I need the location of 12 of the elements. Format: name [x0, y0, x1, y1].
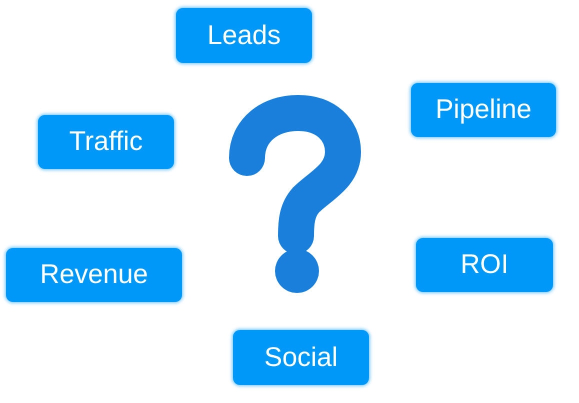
metric-label: Pipeline	[435, 94, 532, 126]
metric-box	[233, 330, 369, 385]
metric-box	[6, 248, 182, 302]
metric-label: Leads	[207, 20, 281, 52]
metric-label: ROI	[460, 249, 508, 281]
metric-box	[416, 238, 553, 292]
metric-box	[38, 115, 174, 169]
metric-label: Social	[264, 342, 338, 374]
metric-label: Traffic	[69, 126, 143, 158]
metric-box	[176, 8, 312, 63]
metric-box	[411, 83, 556, 137]
metric-label: Revenue	[40, 259, 148, 291]
